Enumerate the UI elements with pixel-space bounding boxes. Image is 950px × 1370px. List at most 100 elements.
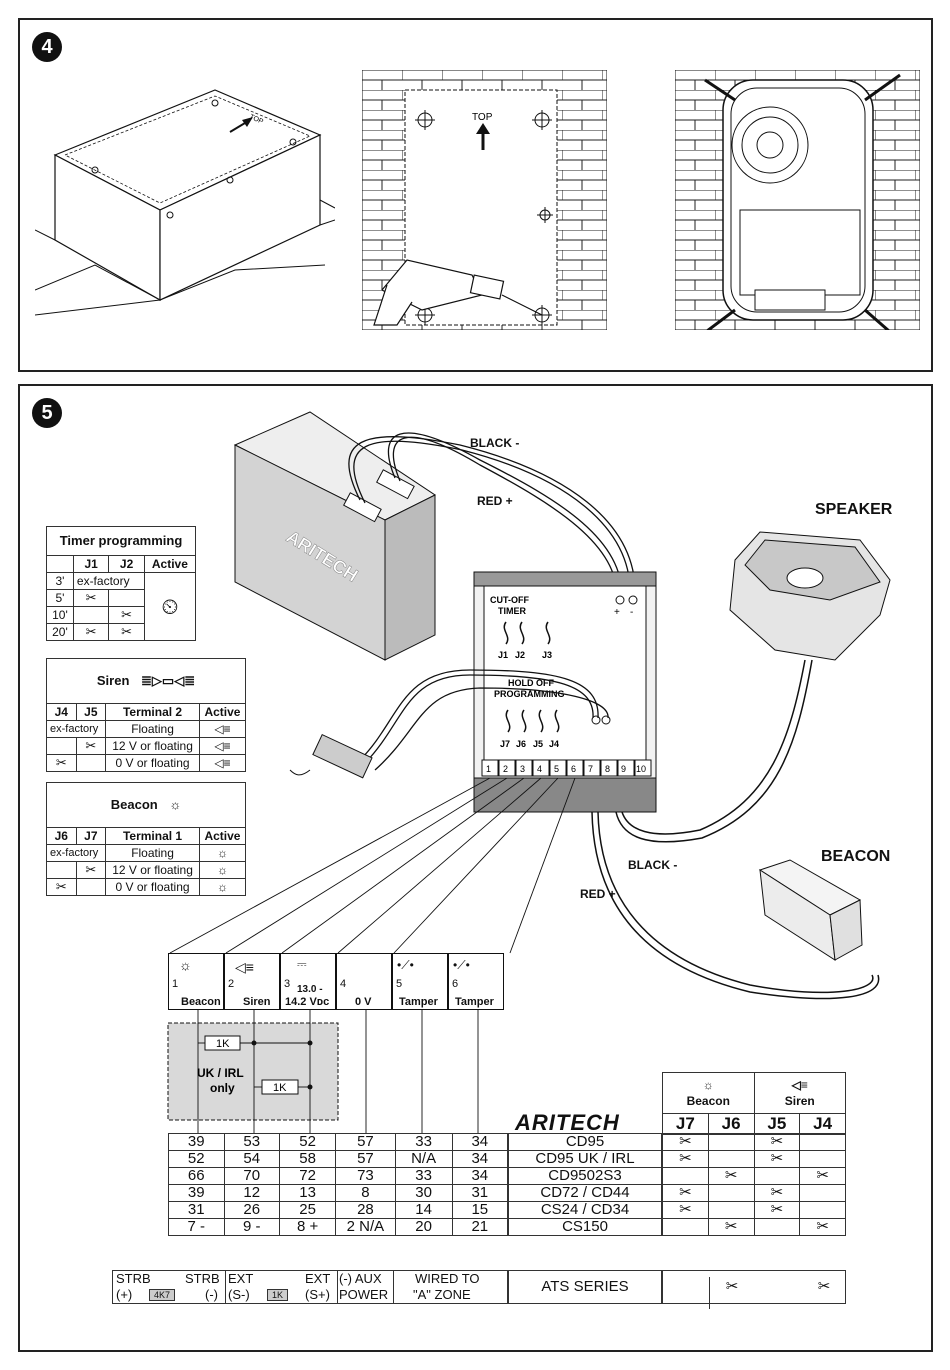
- terminal-box-label: 0 V: [355, 996, 372, 1008]
- jumper-cut-cell: [707, 1201, 755, 1219]
- beacon: [758, 859, 863, 961]
- holdoff-title: HOLD OFF: [508, 678, 554, 688]
- table-row: CD95: [508, 1133, 662, 1151]
- beacon-head-j7: J7: [75, 827, 107, 845]
- speaker-icon: ◁≡: [791, 1078, 808, 1092]
- ats-res-ext: 1K: [267, 1289, 289, 1301]
- step5-badge: 5: [32, 398, 62, 428]
- speaker: [729, 531, 891, 661]
- terminal-value-cell: 72: [278, 1167, 337, 1185]
- terminal-10: 10: [636, 764, 646, 774]
- jumper-cut-cell: ✂: [753, 1133, 801, 1151]
- terminal-box: ☼ 1 Beacon: [168, 953, 224, 1010]
- terminal-value-cell: 58: [278, 1150, 337, 1168]
- terminal-box: •⟋• 5 Tamper: [392, 953, 448, 1010]
- terminal-value-cell: 15: [451, 1201, 509, 1219]
- table-row: ✂✂: [662, 1133, 846, 1151]
- terminal-value-cell: 31: [168, 1201, 225, 1219]
- board-minus: -: [630, 607, 633, 618]
- ats-jumpers: ✂ ✂: [662, 1270, 846, 1309]
- step4-panel: 4 TOP: [18, 18, 933, 372]
- col-head-j7: J7: [662, 1113, 709, 1135]
- timer-row-time: 20': [46, 623, 74, 641]
- terminal-value-cell: 70: [223, 1167, 280, 1185]
- terminal-value-cell: 7 -: [168, 1218, 225, 1236]
- speaker-icon: ◁≡: [235, 959, 254, 975]
- table-row: CD95 UK / IRL: [508, 1150, 662, 1168]
- terminal-box: ◁≡ 2 Siren: [224, 953, 280, 1010]
- uk-label2: only: [210, 1081, 235, 1095]
- jumper-cut-cell: ✂: [662, 1150, 709, 1168]
- ats-strb2: STRB: [185, 1271, 220, 1286]
- siren-row-a: ✂: [46, 754, 77, 772]
- cutoff-title2: TIMER: [498, 606, 526, 616]
- jumper-j2: J2: [515, 650, 525, 660]
- uk-label1: UK / IRL: [197, 1066, 244, 1080]
- jumper-cut-cell: ✂: [662, 1201, 709, 1219]
- jumper-cut-cell: [707, 1184, 755, 1202]
- terminal-box-num: 5: [396, 978, 403, 990]
- terminal-value-cell: 31: [451, 1184, 509, 1202]
- wall-drill-illustration: TOP: [362, 70, 607, 330]
- terminal-value-cell: 20: [394, 1218, 453, 1236]
- wire-label-black-bottom: BLACK -: [628, 858, 678, 872]
- terminal-value-cell: 21: [451, 1218, 509, 1236]
- timer-row-time: 3': [46, 572, 74, 590]
- jumper-cut-cell: ✂: [707, 1218, 755, 1236]
- terminal-7: 7: [588, 764, 593, 774]
- siren-head-j5: J5: [75, 703, 107, 721]
- timer-title: Timer programming: [46, 526, 196, 556]
- terminal-value-cell: 8: [335, 1184, 396, 1202]
- ats-ext1: EXT: [228, 1271, 254, 1286]
- timer-row-j2: [108, 589, 145, 607]
- ats-aux2: POWER: [339, 1287, 389, 1302]
- terminal-1: 1: [486, 764, 491, 774]
- jumper-cut-cell: [662, 1167, 709, 1185]
- table-row: ✂✂: [662, 1218, 846, 1236]
- wall-top-label: TOP: [472, 112, 493, 123]
- aritech-logo: ARITECH: [515, 1110, 620, 1135]
- terminal-box-num: 1: [172, 978, 179, 990]
- ats-strb-minus: (-): [205, 1287, 218, 1302]
- timer-row-time: 10': [46, 606, 74, 624]
- switch-icon: •⟋•: [397, 958, 414, 972]
- ats-row: STRB STRB (+) 4K7 (-) EXT EXT (S-) 1K (S…: [112, 1270, 508, 1304]
- terminal-6: 6: [571, 764, 576, 774]
- jumper-j6: J6: [516, 739, 526, 749]
- terminal-3: 3: [520, 764, 525, 774]
- table-row: ✂✂: [662, 1150, 846, 1168]
- ats-ext2: EXT: [305, 1271, 331, 1286]
- wire-label-red-bottom: RED +: [580, 887, 616, 901]
- control-board: [473, 571, 657, 813]
- ats-aux1: (-) AUX: [339, 1271, 382, 1286]
- wire-label-black-top: BLACK -: [470, 436, 520, 450]
- step5-panel: 5: [18, 384, 933, 1352]
- timer-row-j1: ✂: [72, 589, 110, 607]
- terminal-value-cell: 34: [451, 1133, 509, 1151]
- wire-label-red-top: RED +: [477, 494, 513, 508]
- terminal-box: ⎓ 3 13.0 - 14.2 Vᴅᴄ: [280, 953, 336, 1010]
- beacon-light-icon: ☼: [179, 957, 192, 973]
- jumper-cut-cell: ✂: [753, 1201, 801, 1219]
- siren-row-terminal: 0 V or floating: [105, 754, 200, 772]
- siren-head-terminal: Terminal 2: [105, 703, 200, 721]
- siren-title: Siren: [96, 673, 130, 688]
- jumper-cut-cell: ✂: [662, 1184, 709, 1202]
- terminal-2: 2: [503, 764, 508, 774]
- terminal-value-cell: 34: [451, 1150, 509, 1168]
- terminal-value-cell: 30: [394, 1184, 453, 1202]
- beacon-row-terminal: 12 V or floating: [105, 861, 200, 879]
- uk-res1: 1K: [216, 1038, 230, 1050]
- beacon-row-a: ex-factory: [45, 844, 107, 862]
- timer-row-j1: [72, 606, 110, 624]
- speaker-label: SPEAKER: [815, 501, 893, 518]
- step4-badge: 4: [32, 32, 62, 62]
- tamper-switch: [289, 733, 373, 779]
- siren-head-active: Active: [198, 703, 247, 721]
- battery: [233, 411, 436, 661]
